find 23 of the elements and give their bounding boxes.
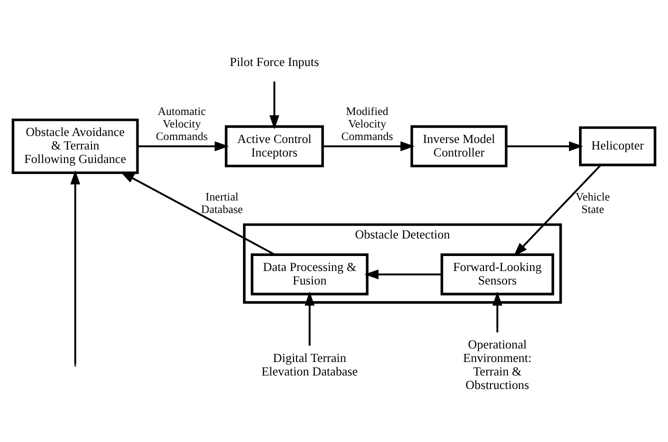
node-box: Data Processing & Fusion [250,252,368,295]
arrow [70,170,80,364]
arrow [513,164,602,256]
node-text: Digital Terrain Elevation Database [261,350,358,378]
node-text: Pilot Force Inputs [230,54,319,69]
node-text: Operational Environment: Terrain & Obstructions [463,337,532,392]
arrow [138,140,229,151]
arrow [492,291,502,332]
arrow [120,171,276,255]
arrow [269,81,280,129]
node-box: Obstacle Avoidance & Terrain Following Guidance [12,118,139,174]
edge-label: Modified Velocity Commands [341,105,394,142]
arrow [304,291,315,346]
arrow [506,140,584,151]
node-box: Active Control Inceptors [224,124,324,167]
edge-label: Automatic Velocity Commands [156,105,208,142]
arrow [364,268,442,279]
edge-label: Inertial Database [201,191,243,216]
node-box: Helicopter [579,126,656,166]
node-box: Forward-Looking Sensors [440,252,554,295]
edge-label: Vehicle State [576,191,610,216]
arrow [322,140,415,151]
node-box: Inverse Model Controller [410,124,508,167]
